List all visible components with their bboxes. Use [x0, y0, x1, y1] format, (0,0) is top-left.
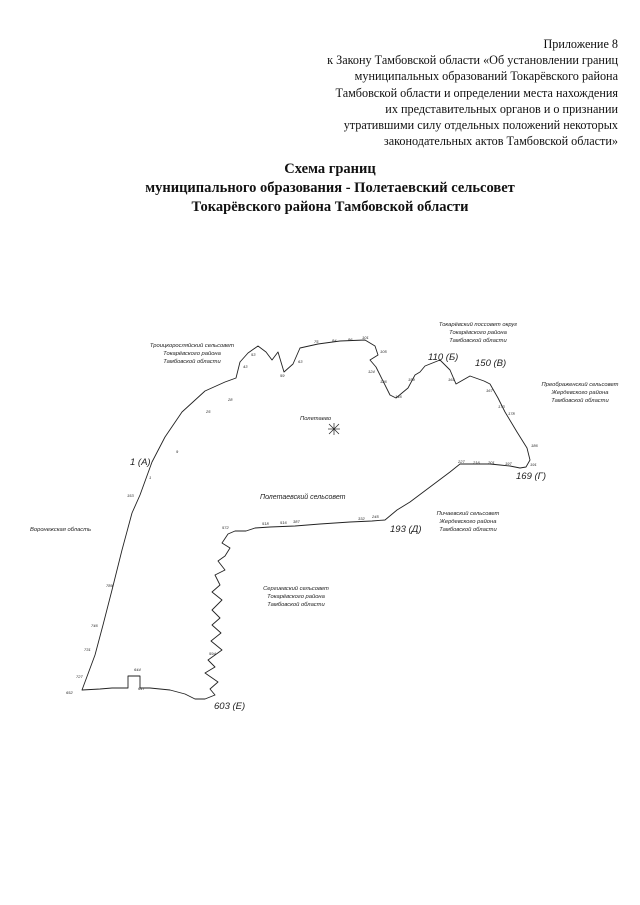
point-label: 186 [531, 443, 538, 448]
neighbor-s: Сергиевский сельсовет Токарёвского район… [263, 585, 329, 608]
point-label: 197 [505, 461, 512, 466]
label-line: Тамбовской области [551, 397, 609, 404]
point-label: 153 [127, 493, 134, 498]
point-label: 173 [498, 404, 505, 409]
point-label: 167 [486, 388, 493, 393]
point-label: 746 [91, 623, 98, 628]
appendix-line: законодательных актов Тамбовской области… [383, 134, 618, 149]
point-label: 191 [530, 462, 537, 467]
label-line: Тамбовской области [267, 601, 325, 608]
vertex-e: 603 (Е) [214, 701, 245, 712]
vertex-v: 150 (В) [475, 358, 506, 369]
point-label: 124 [368, 369, 375, 374]
point-label: 652 [66, 690, 73, 695]
point-label: 28 [227, 397, 233, 402]
neighbor-se: Пичаевский сельсовет Жердевского района … [437, 510, 500, 533]
municipality-label: Полетаевский сельсовет [260, 493, 346, 501]
neighbor-nw: Троицкоросляйский сельсовет Токарёвского… [150, 342, 234, 365]
title-line: Токарёвского района Тамбовской области [191, 199, 469, 215]
label-line: Тамбовской области [449, 337, 507, 344]
point-label: 164 [448, 377, 455, 382]
point-label: 789 [106, 583, 113, 588]
point-label: 387 [293, 519, 300, 524]
village-label: Полетаево [300, 416, 332, 422]
title-line: Схема границ [284, 161, 376, 177]
point-label: 9 [176, 449, 179, 454]
point-label: 25 [205, 409, 211, 414]
point-label: 644 [134, 667, 141, 672]
neighbor-ne: Токарёвский поссовет округ Токарёвского … [439, 321, 517, 344]
label-line: Преображенский сельсовет [542, 381, 619, 388]
point-labels: 1 9 153 25 28 43 53 59 63 75 84 86 101 1… [66, 335, 538, 695]
neighbor-w: Воронежская область [30, 527, 91, 533]
label-line: Сергиевский сельсовет [263, 585, 329, 592]
label-line: Жердевского района [551, 389, 610, 396]
point-label: 84 [332, 338, 337, 343]
label-line: Тамбовской области [439, 526, 497, 533]
point-label: 727 [76, 674, 83, 679]
point-label: 178 [508, 411, 515, 416]
appendix-line: Приложение 8 [543, 37, 618, 51]
label-line: Пичаевский сельсовет [437, 510, 500, 517]
point-label: 572 [222, 525, 229, 530]
appendix-header: Приложение 8 к Закону Тамбовской области… [258, 36, 618, 149]
point-label: 594 [209, 651, 216, 656]
point-label: 75 [314, 339, 319, 344]
title-line: муниципального образования - Полетаевски… [145, 180, 515, 196]
point-label: 516 [280, 520, 287, 525]
label-line: Жердевского района [439, 518, 498, 525]
point-label: 1 [149, 475, 151, 480]
boundary-line [81, 339, 531, 700]
point-label: 105 [380, 349, 387, 354]
appendix-line: утратившими силу отдельных положений нек… [343, 118, 618, 133]
appendix-line: муниципальных образований Токарёвского р… [354, 69, 618, 84]
point-label: 159 [408, 377, 415, 382]
point-label: 518 [262, 521, 269, 526]
label-line: Токарёвский поссовет округ [439, 321, 517, 328]
document-title: Схема границ муниципального образования … [0, 160, 640, 217]
village-marker-icon [328, 423, 340, 435]
neighbor-e: Преображенский сельсовет Жердевского рай… [542, 381, 619, 404]
point-label: 647 [138, 686, 145, 691]
point-label: 216 [472, 460, 480, 465]
point-label: 43 [243, 364, 248, 369]
vertex-a: 1 (А) [130, 457, 151, 468]
label-line: Токарёвского района [449, 329, 507, 336]
point-label: 86 [348, 337, 353, 342]
label-line: Токарёвского района [267, 593, 325, 600]
vertex-d: 193 (Д) [390, 524, 422, 535]
appendix-line: их представительных органов и о признани… [385, 101, 618, 116]
appendix-line: к Закону Тамбовской области «Об установл… [327, 53, 618, 68]
point-label: 332 [358, 516, 365, 521]
vertex-g: 169 (Г) [516, 471, 546, 482]
point-label: 227 [457, 459, 465, 464]
vertex-b: 110 (Б) [428, 352, 458, 363]
point-label: 59 [280, 373, 285, 378]
appendix-line: Тамбовской области и определении места н… [335, 85, 618, 100]
point-label: 146 [395, 394, 402, 399]
point-label: 53 [251, 352, 256, 357]
point-label: 101 [362, 335, 369, 340]
label-line: Троицкоросляйский сельсовет [150, 342, 234, 349]
point-label: 245 [371, 514, 379, 519]
point-label: 731 [84, 647, 91, 652]
label-line: Токарёвского района [163, 350, 221, 357]
label-line: Тамбовской области [163, 358, 221, 365]
point-label: 201 [487, 460, 495, 465]
point-label: 63 [298, 359, 303, 364]
point-label: 126 [380, 379, 387, 384]
